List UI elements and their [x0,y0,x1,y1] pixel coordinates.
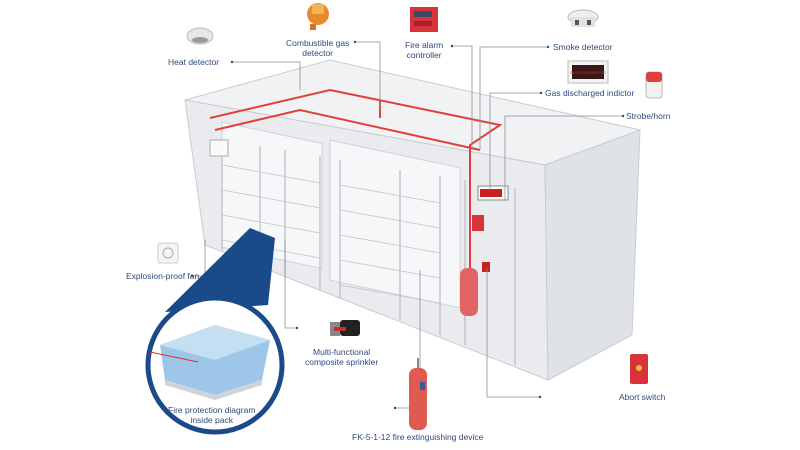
fan-mounted [209,139,229,157]
pack-callout [145,228,285,435]
label-line: Fire alarm [405,40,444,50]
composite-sprinkler-icon [330,320,360,336]
label-line: composite sprinkler [305,357,379,367]
label-line: detector [302,48,334,58]
label-strobe-horn: Strobe/horn [626,111,671,121]
label-smoke-detector: Smoke detector [553,42,613,52]
container [184,59,642,381]
label-gas-discharged-indicator: Gas discharged indictor [545,88,635,98]
label-line: Multi-functional [313,347,371,357]
combustible-gas-detector-icon [307,3,329,30]
svg-text:GAS DISCHARGED: GAS DISCHARGED [570,70,606,75]
label-abort-switch: Abort switch [619,392,666,402]
gas-discharged-indicator-icon: GAS DISCHARGED [567,60,609,84]
label-line: Fire protection diagram [168,405,256,415]
explosion-proof-fan-icon [157,242,179,264]
label-composite-sprinkler: Multi-functional composite sprinkler [305,347,378,367]
extinguisher-mounted [460,268,478,316]
heat-detector-icon [186,27,214,45]
label-fire-alarm-controller: Fire alarm controller [405,40,443,60]
label-pack-diagram: Fire protection diagram inside pack [168,405,255,425]
fire-alarm-controller-mounted [472,215,484,231]
label-line: controller [406,50,442,60]
label-combustible-gas-detector: Combustible gas detector [286,38,349,58]
fire-alarm-controller-icon [410,7,438,32]
abort-switch-icon [630,354,648,384]
label-line: Combustible gas [286,38,350,48]
fire-extinguishing-device-icon [409,358,427,430]
strobe-horn-icon [645,71,663,99]
label-extinguishing-device: FK-5-1-12 fire extinguishing device [352,432,484,442]
label-heat-detector: Heat detector [168,57,220,67]
smoke-detector-icon [567,9,599,27]
label-explosion-proof-fan: Explosion-proof fan [126,271,200,281]
label-line: inside pack [190,415,233,425]
